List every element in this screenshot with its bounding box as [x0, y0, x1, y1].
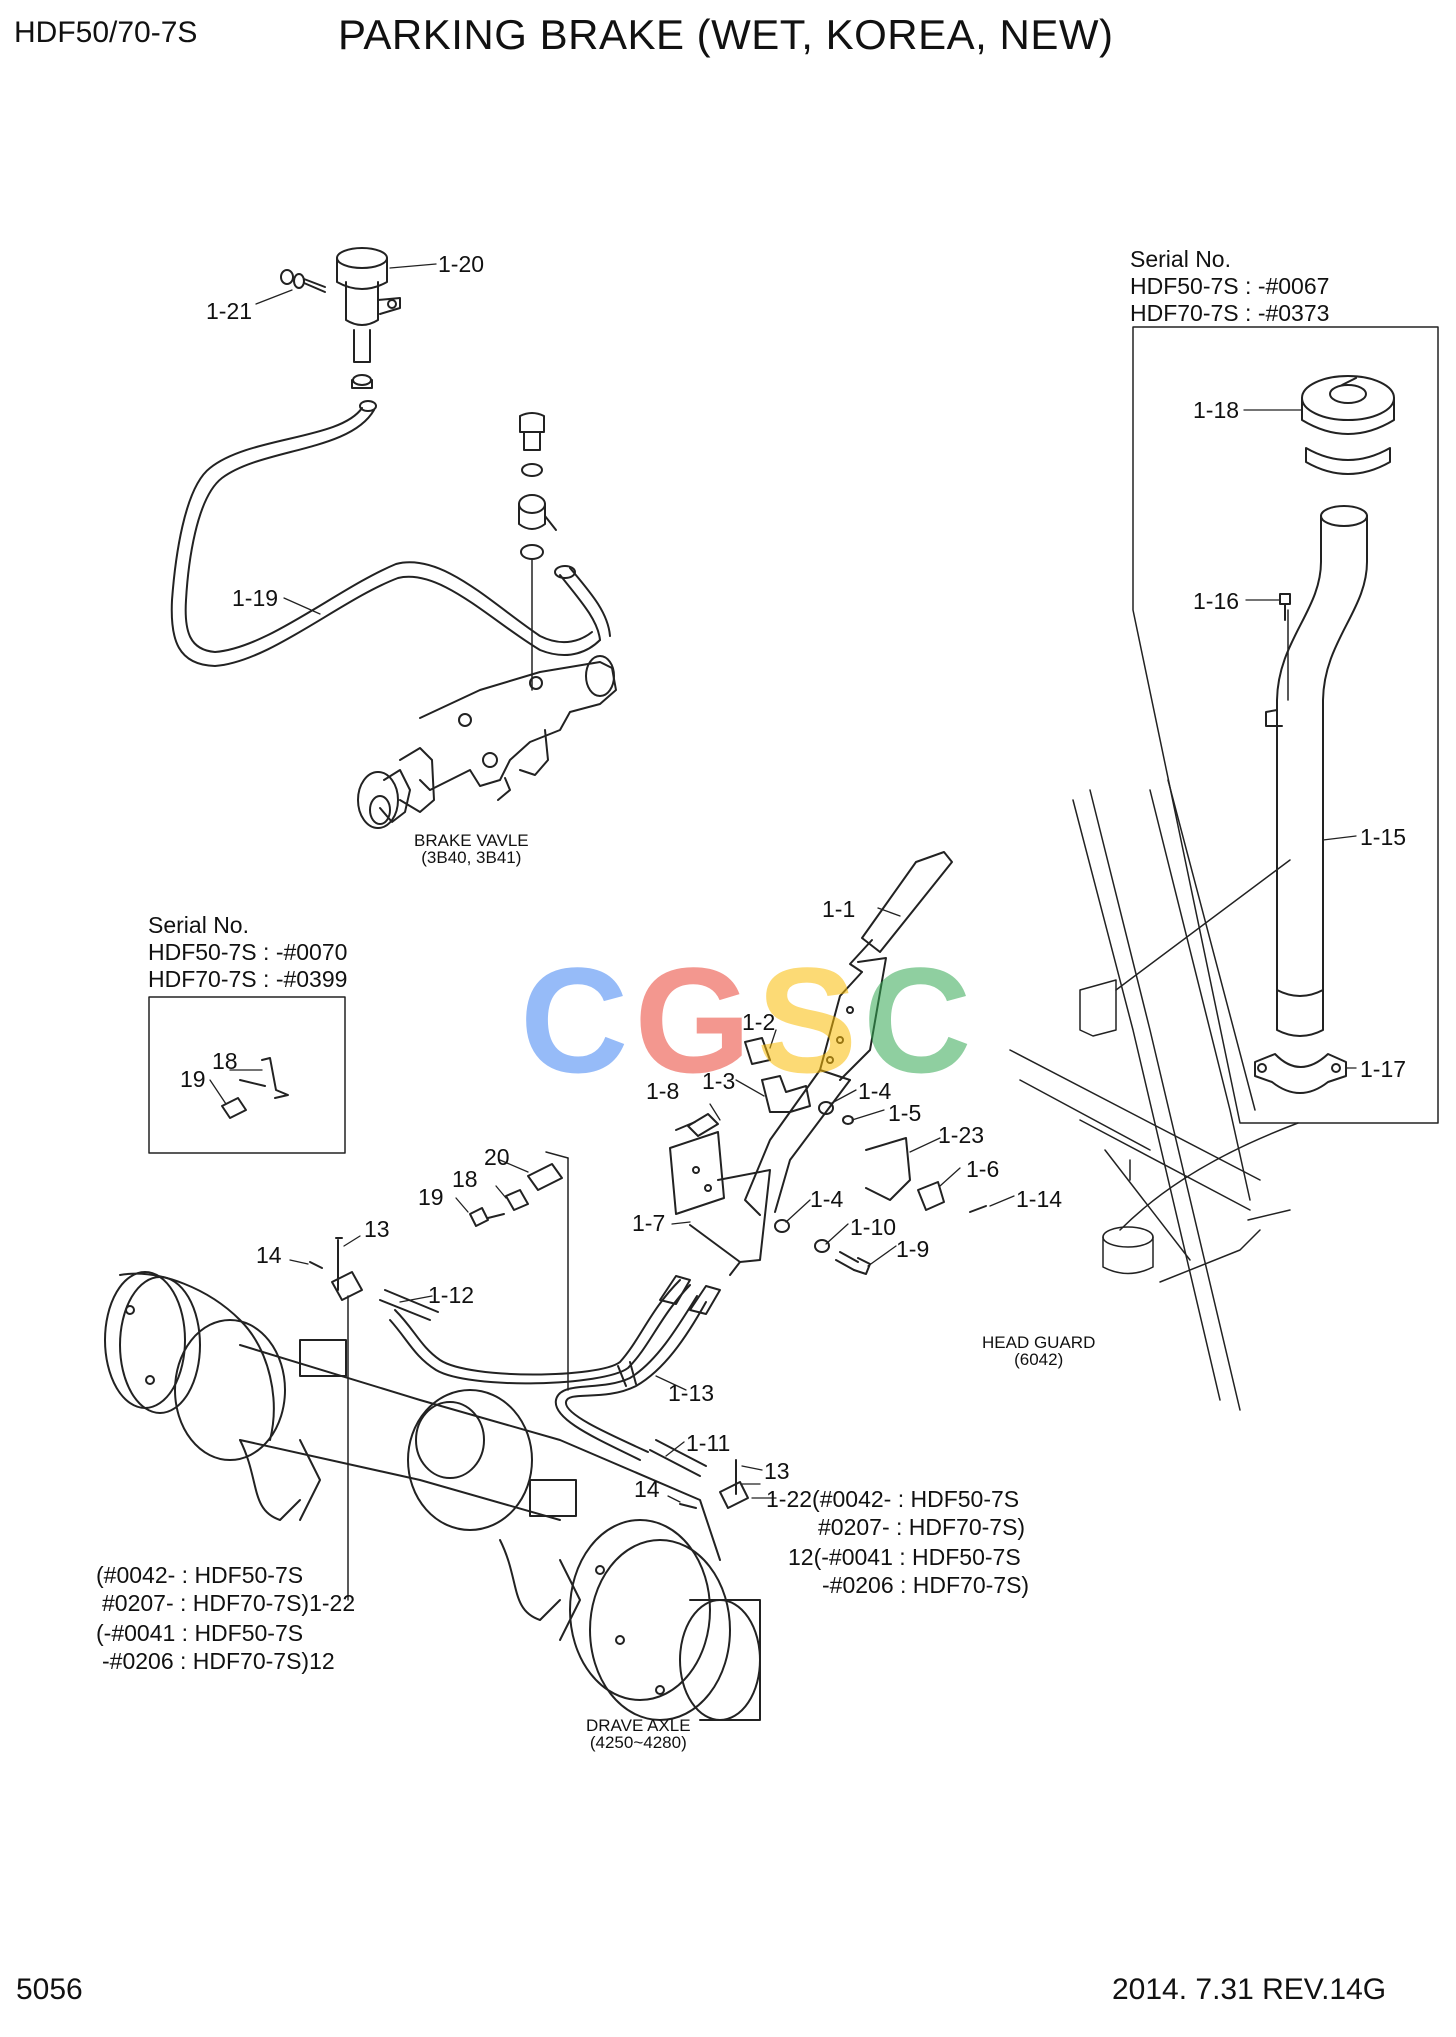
pipe-clamp [1254, 1053, 1347, 1094]
part-label: 1-15 [1360, 824, 1407, 850]
variant-note: (-#0041 : HDF50-7S [96, 1620, 304, 1646]
cgsc-watermark-logo: CGSC [520, 945, 977, 1095]
part-label: 1-20 [438, 251, 485, 277]
part-label: 19 [418, 1184, 444, 1210]
part-label: 18 [452, 1166, 478, 1192]
part-label: 1-5 [888, 1100, 922, 1126]
head-guard-frame [1009, 779, 1291, 1411]
part-label: 1-10 [850, 1214, 897, 1240]
page-title: PARKING BRAKE (WET, KOREA, NEW) [338, 11, 1114, 58]
head-guard-caption: HEAD GUARD (6042) [982, 1334, 1095, 1368]
part-label: 1-13 [668, 1380, 715, 1406]
part-label: 1-7 [632, 1210, 666, 1236]
brake-cables [379, 1151, 721, 1477]
assembly-name: BRAKE VAVLE [414, 831, 529, 850]
watermark-letter: S [757, 936, 864, 1104]
part-label: 18 [212, 1048, 238, 1074]
part-label: 1-3 [702, 1068, 736, 1094]
reservoir-hose [170, 400, 611, 667]
washers-bolt [774, 1219, 871, 1275]
part-label: 19 [180, 1066, 206, 1092]
filler-cap [1301, 375, 1395, 475]
serial-line: HDF50-7S : -#0070 [148, 939, 348, 965]
lever-pin-parts [675, 1037, 854, 1137]
part-label: 1-2 [742, 1009, 776, 1035]
assembly-name: HEAD GUARD [982, 1333, 1096, 1352]
part-label: 1-23 [938, 1122, 985, 1148]
variant-note: #0207- : HDF70-7S) [818, 1514, 1026, 1540]
left-serial-box [148, 996, 346, 1154]
serial-line: HDF70-7S : -#0373 [1130, 300, 1330, 326]
serial-note-right: Serial No. HDF50-7S : -#0067 HDF70-7S : … [1130, 246, 1329, 327]
part-label: 1-18 [1193, 397, 1240, 423]
assembly-name: DRAVE AXLE [586, 1716, 691, 1735]
watermark-letter: C [863, 936, 978, 1104]
part-label: 1-11 [686, 1430, 731, 1456]
serial-note-left: Serial No. HDF50-7S : -#0070 HDF70-7S : … [148, 912, 347, 993]
part-label: 1-4 [858, 1078, 892, 1104]
part-label: 20 [484, 1144, 510, 1170]
serial-line: HDF70-7S : -#0399 [148, 966, 348, 992]
leader-lines [209, 263, 1357, 1503]
part-label: 1-4 [810, 1186, 844, 1212]
bolt-1-16 [1279, 593, 1291, 621]
lever-bracket [669, 1131, 771, 1276]
assembly-code: (4250~4280) [589, 1733, 687, 1752]
part-label: 13 [764, 1458, 790, 1484]
brake-valve-caption: BRAKE VAVLE (3B40, 3B41) [414, 832, 529, 866]
hand-lever [744, 851, 953, 1216]
part-label: 14 [634, 1476, 660, 1502]
part-label: 14 [256, 1242, 282, 1268]
serial-heading: Serial No. [148, 912, 249, 938]
part-label: 1-19 [232, 585, 279, 611]
brake-valve-body [357, 655, 617, 829]
banjo-bolt-stack [518, 412, 557, 691]
right-serial-box [1119, 326, 1439, 1231]
part-label: 1-17 [1360, 1056, 1407, 1082]
revision-date: 2014. 7.31 REV.14G [1112, 1973, 1387, 2006]
filler-pipe [1265, 505, 1369, 1037]
bolt-1-21 [280, 269, 326, 293]
page-number: 5056 [16, 1973, 83, 2006]
part-label: 1-21 [206, 298, 253, 324]
part-label: 1-14 [1016, 1186, 1063, 1212]
reservoir-tank [336, 247, 401, 389]
part-label: 1-12 [428, 1282, 475, 1308]
watermark-letter: G [634, 936, 758, 1104]
variant-note: -#0206 : HDF70-7S) [822, 1572, 1030, 1598]
part-label: 1-8 [646, 1078, 680, 1104]
drive-axle [104, 1271, 761, 1721]
part-label: 13 [364, 1216, 390, 1242]
part-label: 1-16 [1193, 588, 1240, 614]
variant-note: #0207- : HDF70-7S)1-22 [102, 1590, 356, 1616]
serial-heading: Serial No. [1130, 246, 1231, 272]
clevis-ends [309, 1237, 749, 1601]
assembly-code: (3B40, 3B41) [421, 848, 522, 867]
variant-note: 12(-#0041 : HDF50-7S [788, 1544, 1021, 1570]
drive-axle-caption: DRAVE AXLE (4250~4280) [586, 1717, 691, 1751]
cable-clip-parts [469, 1163, 563, 1227]
variant-note: 1-22(#0042- : HDF50-7S [766, 1486, 1020, 1512]
model-code: HDF50/70-7S [14, 16, 198, 49]
side-bracket [865, 1137, 987, 1213]
watermark-letter: C [520, 936, 635, 1104]
variant-note: -#0206 : HDF70-7S)12 [102, 1648, 335, 1674]
part-label: 1-1 [822, 896, 856, 922]
part-label: 1-9 [896, 1236, 930, 1262]
assembly-code: (6042) [1014, 1350, 1064, 1369]
part-label: 1-6 [966, 1156, 1000, 1182]
serial-line: HDF50-7S : -#0067 [1130, 273, 1330, 299]
variant-note: (#0042- : HDF50-7S [96, 1562, 304, 1588]
